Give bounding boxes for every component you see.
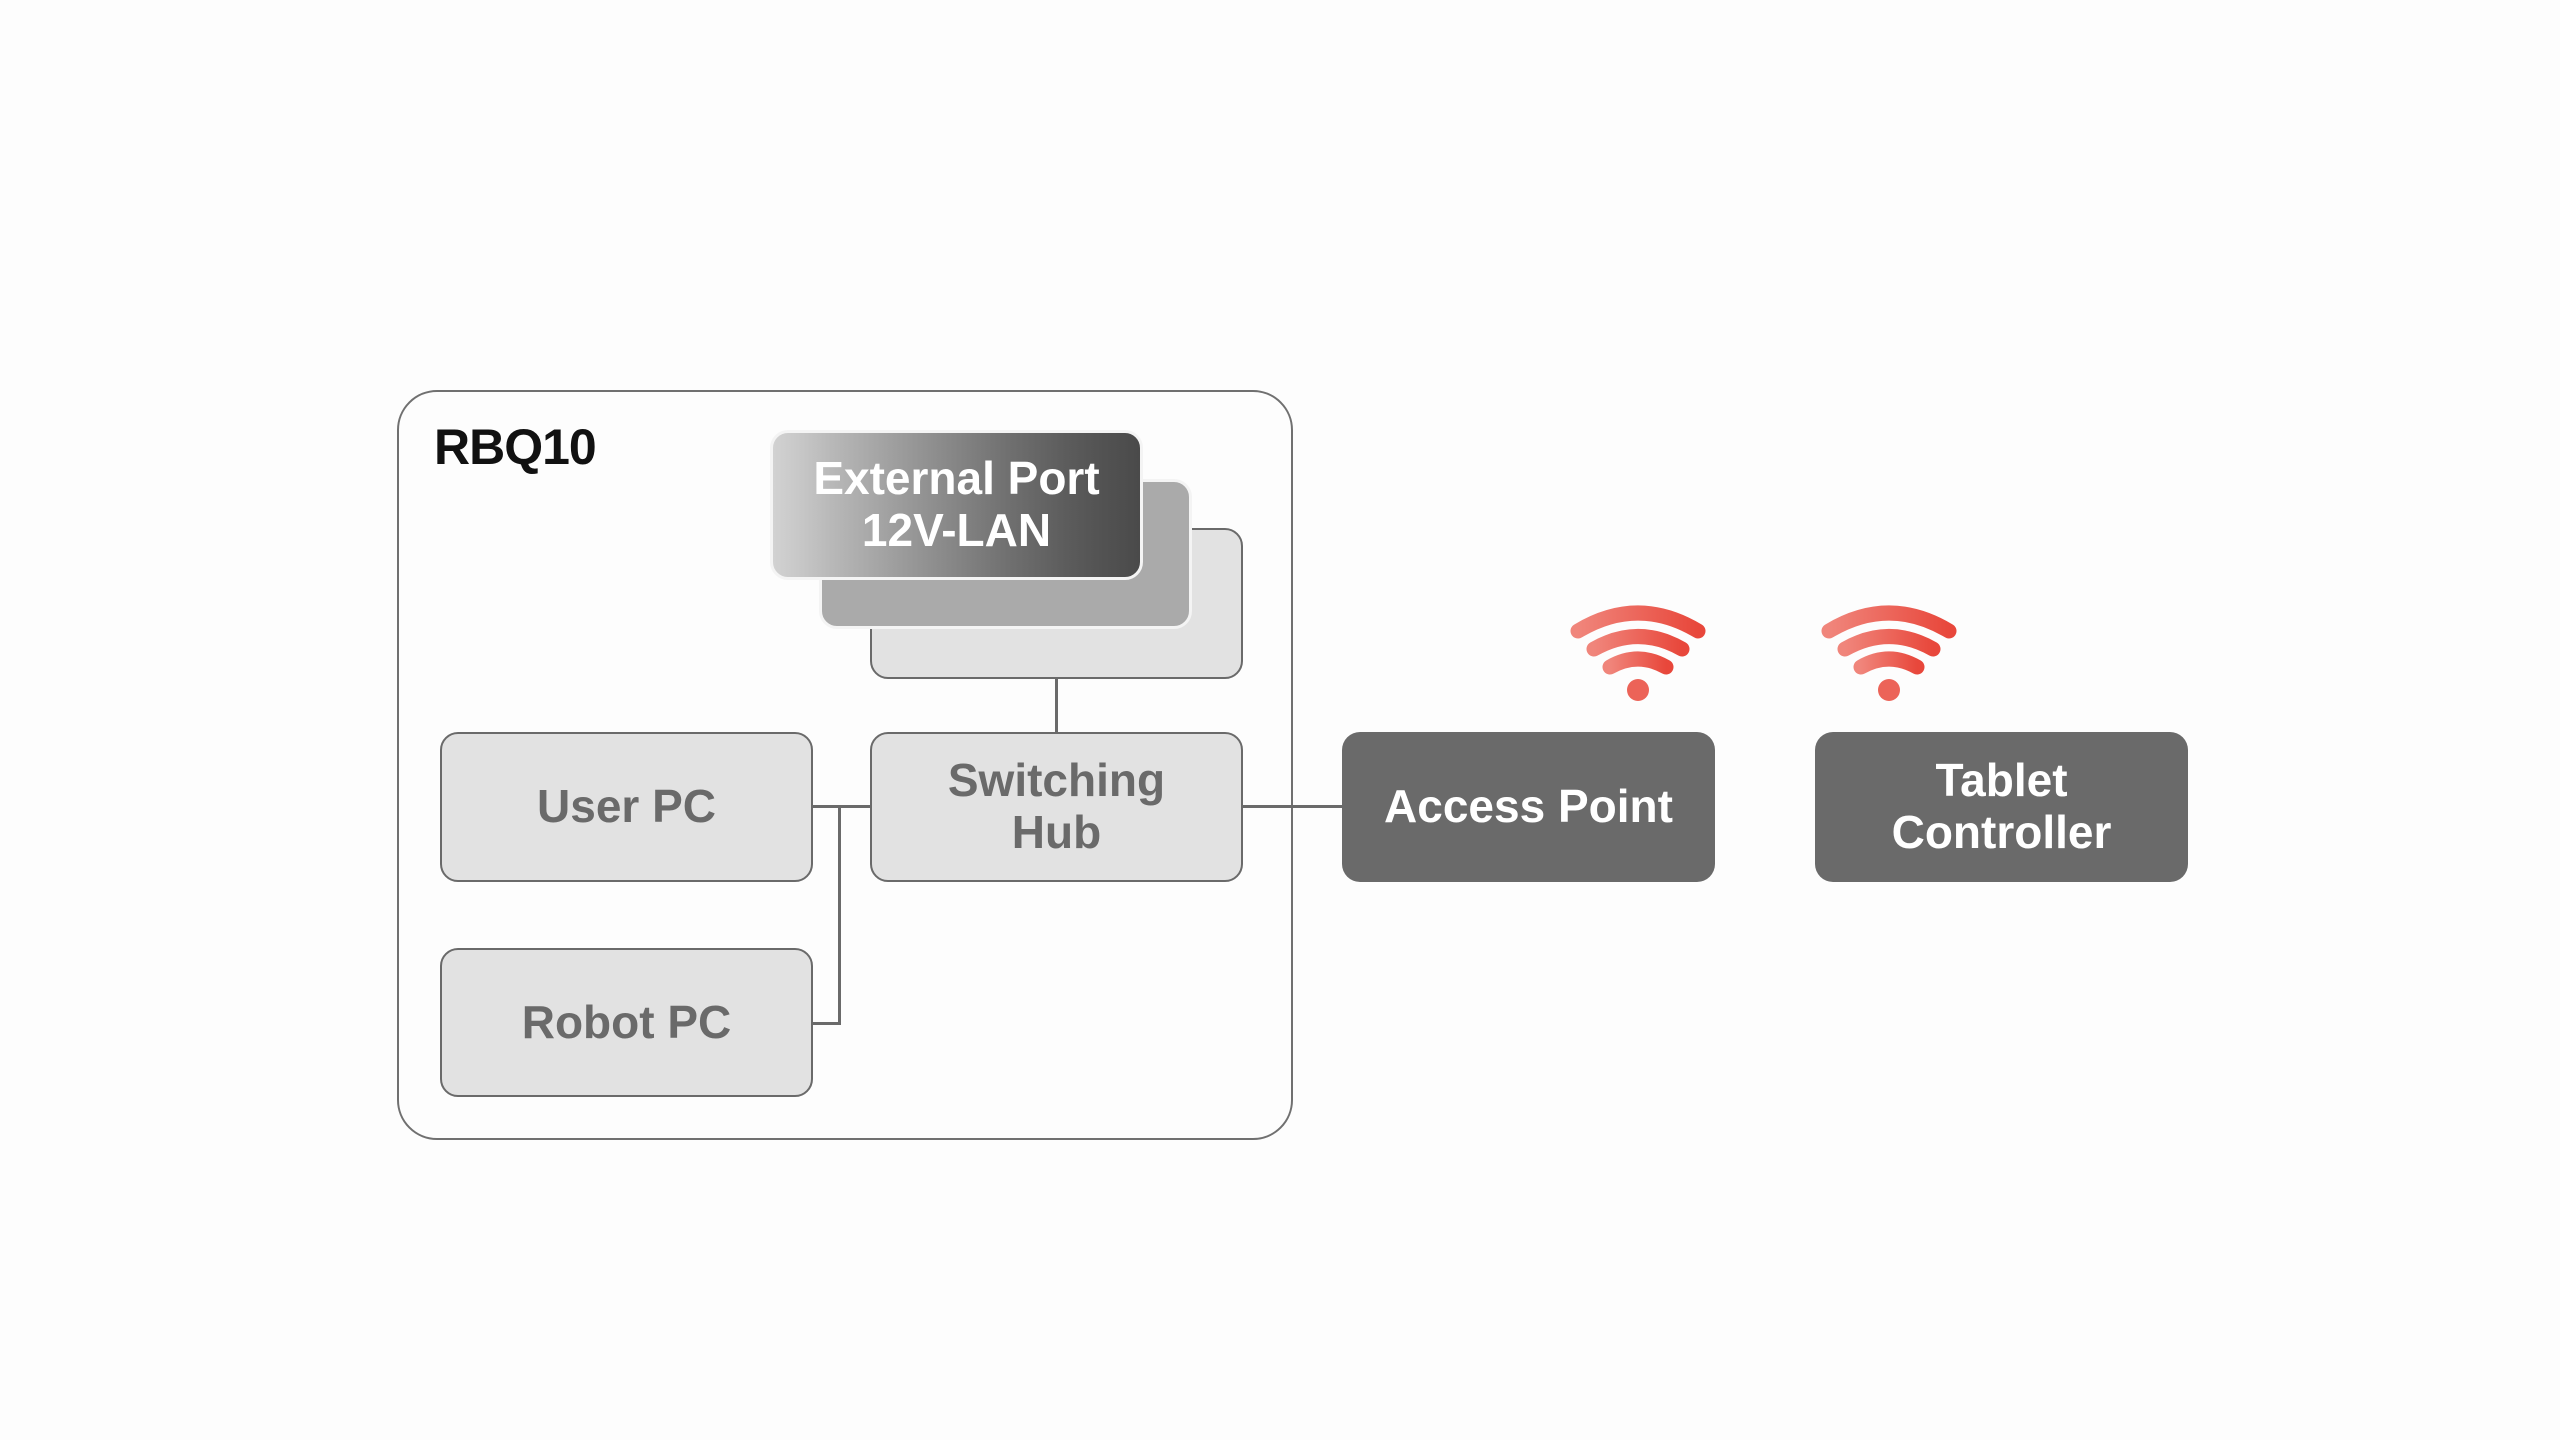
edge-user-pc-hub	[812, 805, 870, 808]
user-pc-label: User PC	[537, 780, 716, 833]
user-pc-node[interactable]: User PC	[440, 732, 813, 882]
tablet-controller-node[interactable]: Tablet Controller	[1815, 732, 2188, 882]
wifi-icon-right	[1821, 605, 1957, 701]
access-point-label: Access Point	[1384, 780, 1673, 833]
robot-pc-node[interactable]: Robot PC	[440, 948, 813, 1097]
switching-hub-label-line1: Switching	[947, 754, 1166, 807]
tablet-controller-label-line2: Controller	[1891, 806, 2112, 858]
edge-hub-access-point	[1242, 805, 1342, 808]
external-port-label-line2: 12V-LAN	[861, 504, 1052, 556]
access-point-node[interactable]: Access Point	[1342, 732, 1715, 882]
container-title: RBQ10	[434, 419, 597, 475]
external-port-label-line1: External Port	[813, 452, 1100, 505]
edge-external-port-hub	[1055, 678, 1058, 733]
switching-hub-node[interactable]: Switching Hub	[870, 732, 1243, 882]
edge-robot-pc-vertical	[838, 805, 841, 1025]
tablet-controller-label-line1: Tablet	[1935, 754, 2068, 807]
external-port-node[interactable]: External Port 12V-LAN	[770, 430, 1143, 580]
switching-hub-label-line2: Hub	[1011, 806, 1102, 858]
edge-robot-pc-hub	[812, 1022, 841, 1025]
robot-pc-label: Robot PC	[521, 995, 732, 1048]
wifi-icon-left	[1570, 605, 1706, 701]
